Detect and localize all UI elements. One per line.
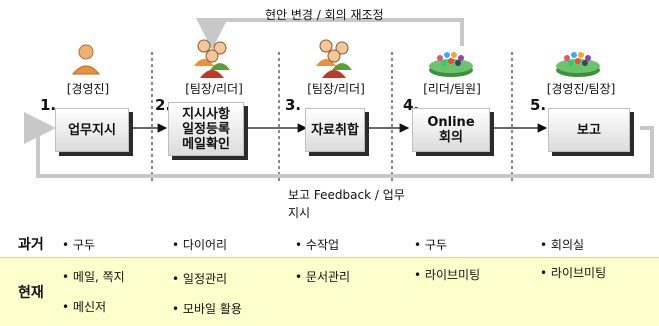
crowd-disc-icon (429, 52, 473, 77)
step-2-box: 지시사항 일정등록 메일확인 (168, 102, 244, 156)
step-2-role: [팀장/리더] (185, 82, 243, 96)
step-3-box: 자료취합 (305, 108, 365, 152)
list-item: 구두 (414, 236, 447, 253)
group-people-icon (194, 39, 230, 78)
list-item: 메일, 쪽지 (62, 268, 125, 285)
step-5-task: 보고 (577, 122, 601, 138)
step-3-number: 3. (285, 96, 302, 114)
list-item: 라이브미팅 (414, 266, 480, 283)
list-item: 라이브미팅 (540, 264, 606, 281)
list-item: 회의실 (540, 236, 584, 253)
step-1-role: [경영진] (66, 82, 110, 96)
group-people-icon (316, 39, 352, 78)
crowd-disc-icon (556, 52, 600, 77)
list-item: 수작업 (295, 236, 339, 253)
list-item: 일정관리 (172, 270, 227, 287)
list-item: 메신저 (62, 298, 106, 315)
top-feedback-label: 현안 변경 / 회의 재조정 (265, 8, 384, 22)
step-2-number: 2. (155, 96, 172, 114)
step-5-number: 5. (530, 96, 547, 114)
step-3-role: [팀장/리더] (307, 82, 365, 96)
bottom-feedback-loop (24, 112, 654, 178)
list-item: 구두 (62, 236, 95, 253)
step-4-task: Online 회의 (427, 115, 475, 145)
step-1-box: 업무지시 (55, 108, 129, 152)
step-1-number: 1. (40, 96, 57, 114)
step-3-task: 자료취합 (311, 122, 359, 138)
step-2-task: 지시사항 일정등록 메일확인 (182, 106, 230, 152)
list-item: 문서관리 (295, 268, 350, 285)
step-5-box: 보고 (548, 108, 630, 152)
single-person-icon (71, 44, 101, 75)
step-1-task: 업무지시 (68, 122, 116, 138)
step-5-role: [경영진/팀장] (546, 82, 616, 96)
step-4-box: Online 회의 (412, 108, 490, 152)
top-feedback-loop (196, 18, 464, 50)
bottom-feedback-label: 보고 Feedback / 업무 지시 (288, 188, 405, 220)
step-4-role: [리더/팀원] (423, 82, 481, 96)
row-label-past: 과거 (18, 237, 44, 253)
list-item: 다이어리 (172, 236, 227, 253)
row-label-present: 현재 (18, 285, 44, 301)
list-item: 모바일 활용 (172, 300, 242, 317)
